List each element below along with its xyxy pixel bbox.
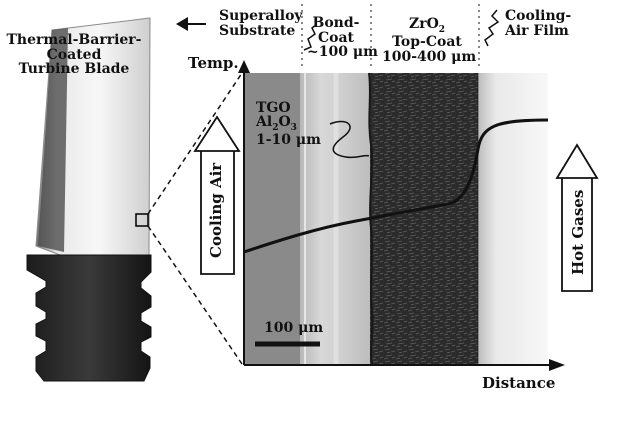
tgo-line2-a: Al — [256, 114, 273, 131]
distance-axis-arrow — [549, 359, 565, 371]
top-left-arrow-head — [176, 17, 188, 31]
bondcoat-label: Bond- Coat ~100 μm — [307, 15, 378, 61]
substrate-callout — [303, 24, 317, 51]
tgo-interface — [368, 72, 374, 365]
cooling-air-arrowhead — [193, 115, 241, 152]
zoom-line-top — [147, 72, 243, 215]
topcoat-line1-sub: 2 — [438, 24, 446, 35]
blade-shadow — [38, 28, 68, 252]
bondcoat-line3: ~100 μm — [307, 44, 378, 61]
tgo-label: TGO Al2O3 1-10 μm — [256, 101, 321, 148]
topcoat-line2: Top-Coat — [392, 34, 462, 51]
cooling-air-label: Cooling Air — [207, 162, 225, 258]
topcoat-line3: 100-400 μm — [382, 48, 477, 65]
detail-box — [135, 213, 149, 227]
cooling-film-line2: Air Film — [505, 22, 569, 39]
blade-title: Thermal-Barrier- Coated Turbine Blade — [4, 33, 144, 77]
superalloy-line2: Substrate — [219, 22, 296, 39]
temp-axis-arrow — [238, 60, 250, 73]
substrate-layer — [244, 73, 300, 364]
tgo-line2-b: O — [278, 114, 291, 131]
tgo-line2-sub1: 2 — [272, 123, 279, 134]
tgo-line2-wrap: Al2O3 — [256, 115, 321, 133]
blade-title-line3: Turbine Blade — [18, 61, 130, 78]
temp-axis-label: Temp. — [188, 54, 239, 72]
temperature-profile — [243, 118, 549, 254]
cooling-film-callout — [484, 9, 500, 47]
bondcoat-line2: Coat — [317, 29, 355, 46]
tgo-callout — [329, 120, 370, 159]
tgo-line3: 1-10 μm — [256, 132, 321, 149]
hot-gases-label: Hot Gases — [569, 189, 587, 275]
tgo-line1: TGO — [256, 100, 291, 116]
turbine-blade-root — [26, 254, 152, 382]
blade-title-line2: Coated — [46, 46, 102, 63]
superalloy-line1: Superalloy — [219, 8, 303, 24]
scale-bar-label: 100 μm — [264, 320, 324, 336]
hot-gases-arrowhead — [555, 143, 599, 179]
cooling-film-line1: Cooling- — [505, 8, 572, 24]
superalloy-label: Superalloy Substrate — [219, 9, 303, 38]
tgo-line2-sub2: 3 — [290, 123, 297, 134]
cooling-air-film-layer — [478, 73, 548, 364]
zoom-line-bottom — [147, 225, 243, 365]
blade-title-line1: Thermal-Barrier- — [6, 32, 142, 48]
topcoat-line1-wrap: ZrO2 — [382, 17, 472, 35]
topcoat-label: ZrO2 Top-Coat 100-400 μm — [382, 17, 477, 65]
cooling-film-label: Cooling- Air Film — [505, 9, 571, 38]
topcoat-line1: ZrO — [408, 16, 439, 32]
bondcoat-line1: Bond- — [312, 15, 360, 31]
distance-axis-label: Distance — [482, 374, 556, 392]
topcoat-layer — [370, 73, 478, 364]
